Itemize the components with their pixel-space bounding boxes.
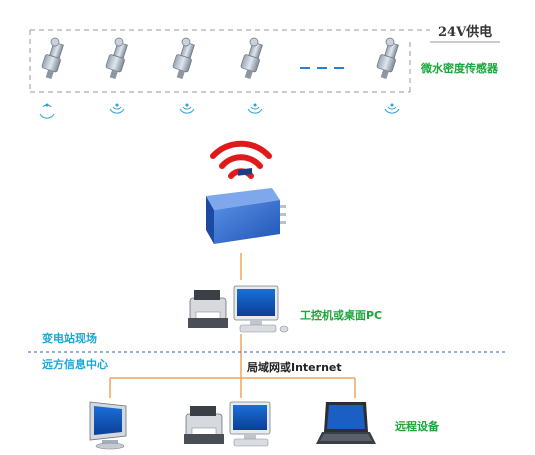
remote-device-label: 远程设备	[395, 420, 439, 433]
receiver-device-icon	[206, 168, 286, 244]
wireless-signal-icon	[179, 103, 195, 114]
remote-center-zone-label: 远方信息中心	[42, 358, 108, 371]
desktop-pc-icon	[184, 401, 271, 447]
network-bus	[109, 377, 356, 398]
sensor-icon	[41, 37, 64, 80]
pc-label: 工控机或桌面PC	[300, 309, 383, 322]
sensor-label: 微水密度传感器	[421, 62, 498, 75]
wireless-signal-icon	[39, 103, 55, 119]
power-label: 24V供电	[438, 25, 493, 40]
wireless-signal-icon	[247, 103, 263, 114]
desktop-pc-icon	[188, 285, 289, 333]
network-label: 局域网或Internet	[247, 361, 342, 374]
sensor-icon	[105, 37, 128, 80]
sensor-group-box	[29, 29, 500, 93]
laptop-icon	[316, 402, 376, 444]
wireless-signal-icon	[384, 103, 400, 114]
monitor-icon	[89, 401, 127, 450]
substation-zone-label: 变电站现场	[42, 332, 97, 345]
sensor-icon	[240, 37, 263, 80]
wireless-signal-icon	[109, 103, 125, 114]
sensor-icon	[172, 37, 195, 80]
sensor-icon	[376, 37, 399, 80]
